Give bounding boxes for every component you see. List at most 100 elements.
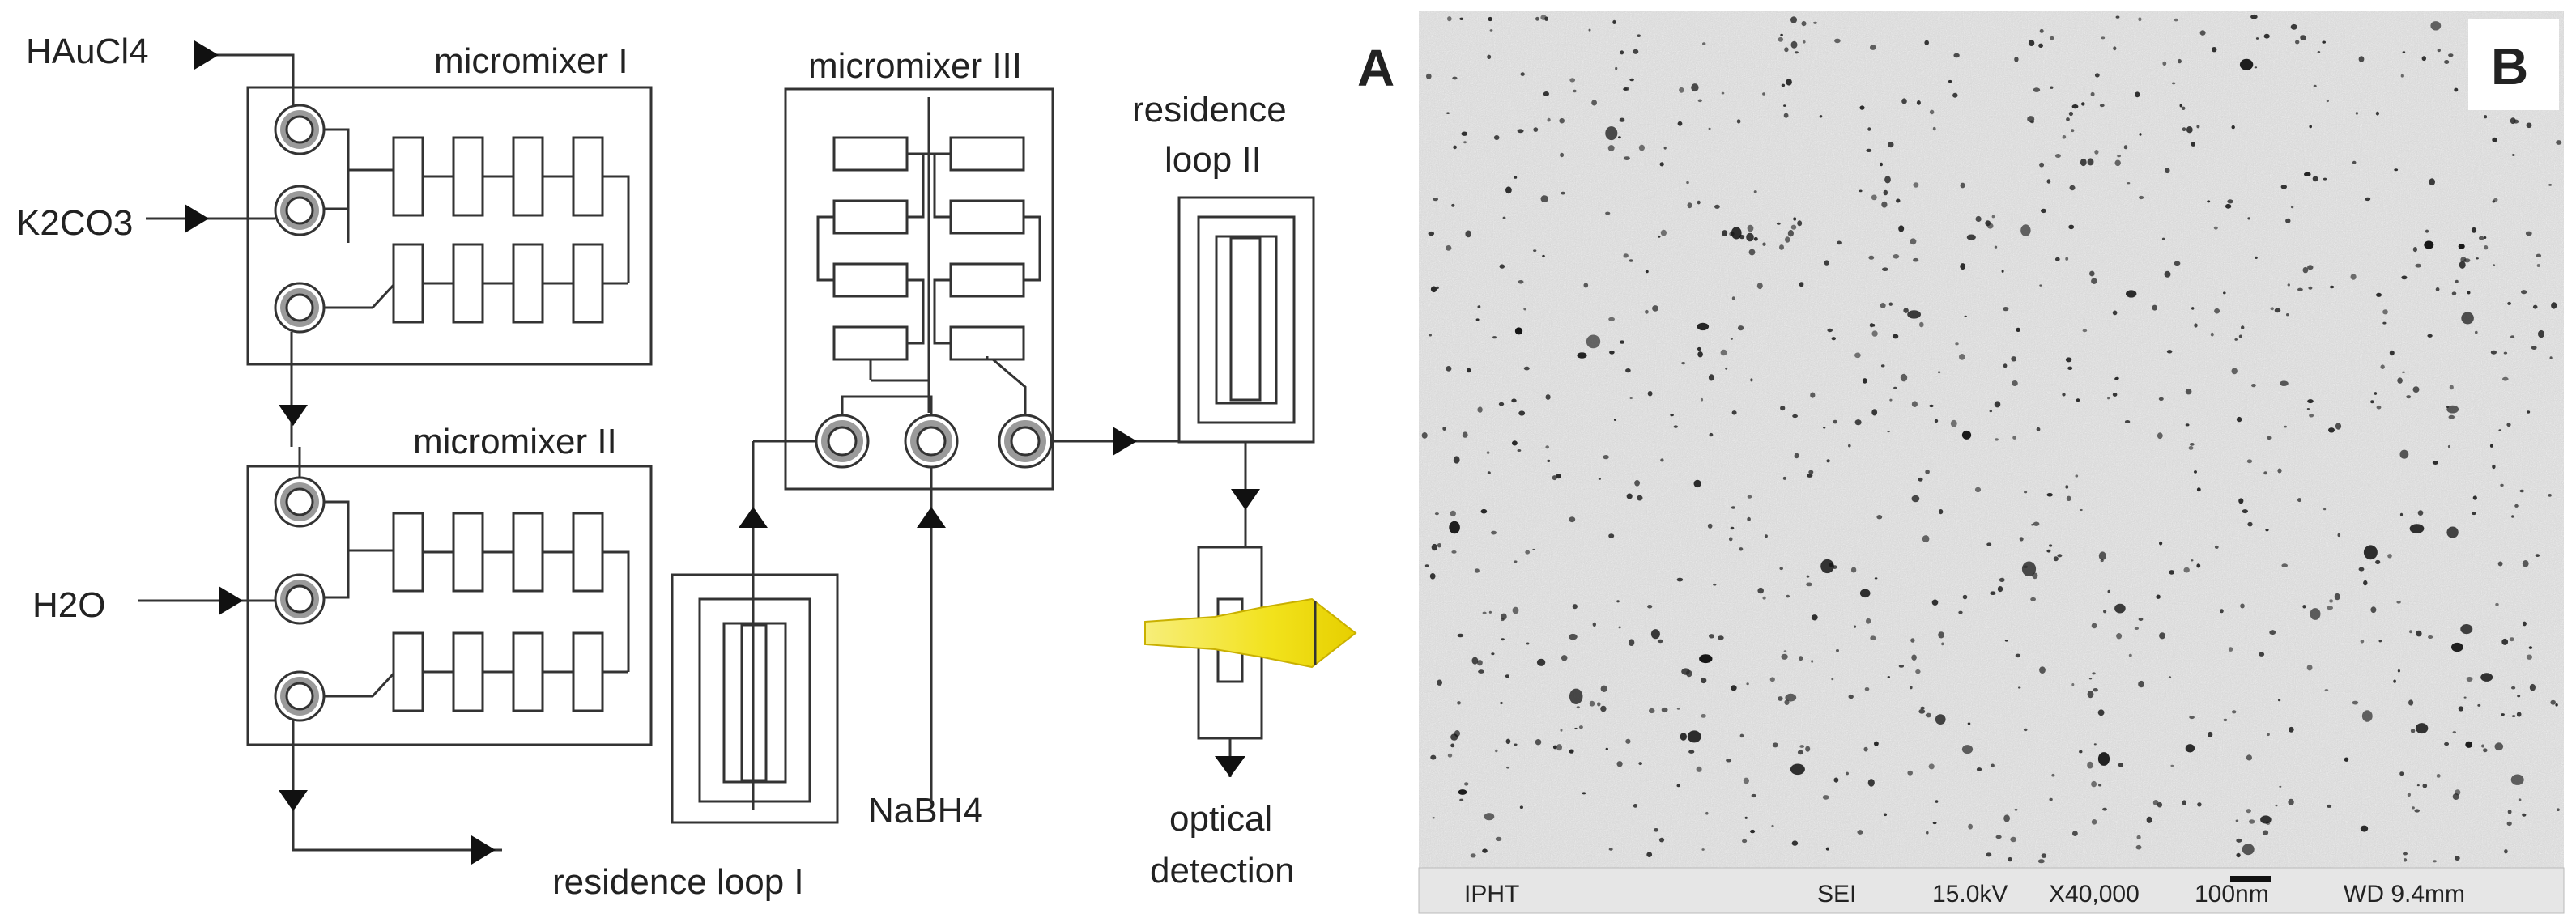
arrow-h2o-icon xyxy=(219,586,243,615)
nanoparticle xyxy=(2532,304,2538,309)
nanoparticle xyxy=(1677,121,1683,126)
nanoparticle xyxy=(2522,621,2527,627)
nanoparticle xyxy=(2231,125,2235,130)
nanoparticle xyxy=(1560,152,1565,158)
nanoparticle xyxy=(1663,146,1667,150)
nanoparticle xyxy=(2312,176,2318,182)
nanoparticle xyxy=(1874,577,1878,580)
nanoparticle xyxy=(2452,731,2456,734)
nanoparticle xyxy=(2512,154,2515,156)
nanoparticle xyxy=(1540,15,1547,20)
nanoparticle xyxy=(2114,376,2119,380)
nanoparticle xyxy=(2280,380,2289,387)
nanoparticle xyxy=(2093,743,2097,746)
nanoparticle xyxy=(2424,240,2434,249)
nanoparticle xyxy=(1517,129,1524,134)
nanoparticle xyxy=(1467,368,1471,373)
nanoparticle xyxy=(2080,158,2087,167)
nanoparticle xyxy=(1484,813,1495,821)
nanoparticle xyxy=(2189,443,2195,446)
nanoparticle xyxy=(2046,493,2053,497)
nanoparticle xyxy=(1882,267,1888,272)
nanoparticle xyxy=(1896,198,1901,203)
nanoparticle xyxy=(1488,16,1492,22)
nanoparticle xyxy=(1463,141,1467,144)
nanoparticle xyxy=(2012,436,2017,440)
nanoparticle xyxy=(2433,860,2437,863)
nanoparticle xyxy=(2400,74,2404,78)
nanoparticle xyxy=(1691,83,1699,92)
nanoparticle xyxy=(1629,397,1633,400)
nanoparticle xyxy=(2114,603,2126,614)
nanoparticle xyxy=(2088,678,2093,680)
nanoparticle xyxy=(1870,45,1876,50)
nanoparticle xyxy=(2091,819,2097,825)
nanoparticle xyxy=(2416,784,2420,787)
nanoparticle xyxy=(2255,37,2259,40)
nanoparticle xyxy=(1552,745,1557,750)
nanoparticle xyxy=(2093,688,2098,692)
nanoparticle xyxy=(2477,703,2481,707)
arrow-mixer1-out-icon xyxy=(279,405,308,426)
nanoparticle xyxy=(1673,425,1678,428)
nanoparticle xyxy=(1880,303,1886,308)
nanoparticle xyxy=(2161,237,2165,240)
nanoparticle xyxy=(1424,564,1429,567)
nanoparticle xyxy=(2138,618,2144,621)
nanoparticle xyxy=(2417,510,2424,516)
nanoparticle xyxy=(2185,744,2195,753)
nanoparticle xyxy=(1887,676,1890,678)
nanoparticle xyxy=(2497,561,2503,567)
nanoparticle xyxy=(1762,596,1766,600)
nanoparticle xyxy=(2003,307,2009,312)
nanoparticle xyxy=(2489,444,2493,448)
nanoparticle xyxy=(1831,678,1834,681)
nanoparticle xyxy=(2460,624,2473,635)
nanoparticle xyxy=(1958,610,1963,614)
nanoparticle xyxy=(2436,774,2441,778)
nanoparticle xyxy=(1857,830,1863,835)
nanoparticle xyxy=(1961,745,1974,754)
nanoparticle xyxy=(1883,189,1888,196)
nanoparticle xyxy=(1495,749,1498,753)
nanoparticle xyxy=(2518,798,2522,801)
nanoparticle xyxy=(1629,78,1634,82)
nanoparticle xyxy=(1746,232,1754,242)
nanoparticle xyxy=(2287,283,2290,287)
nanoparticle xyxy=(1995,438,1999,441)
nanoparticle xyxy=(2254,66,2258,69)
nanoparticle xyxy=(2066,495,2071,501)
nanoparticle xyxy=(1713,583,1717,586)
optical-detection-label-line1: optical xyxy=(1169,799,1272,839)
nanoparticle xyxy=(1986,542,1992,546)
nanoparticle xyxy=(2295,40,2300,45)
nanoparticle xyxy=(2015,653,2021,658)
nanoparticle xyxy=(1991,215,1995,219)
nanoparticle xyxy=(2030,597,2037,601)
nanoparticle xyxy=(1782,476,1786,480)
nanoparticle xyxy=(1514,743,1518,746)
nanoparticle xyxy=(1968,823,1974,830)
residence-loop-1 xyxy=(671,573,839,824)
nanoparticle xyxy=(1731,227,1742,240)
nanoparticle xyxy=(2134,627,2139,630)
nanoparticle xyxy=(2421,56,2426,62)
nanoparticle xyxy=(1477,406,1483,413)
nanoparticle xyxy=(1889,398,1893,402)
nanoparticle xyxy=(1913,257,1919,262)
nanoparticle xyxy=(2507,810,2512,814)
nanoparticle xyxy=(1702,42,1706,45)
input-label-haucl4: HAuCl4 xyxy=(26,32,149,71)
nanoparticle xyxy=(2240,603,2245,609)
nanoparticle xyxy=(2463,696,2467,699)
nanoparticle xyxy=(2498,429,2501,431)
nanoparticle xyxy=(2280,185,2287,189)
nanoparticle xyxy=(1976,767,1982,771)
nanoparticle xyxy=(1447,16,1452,22)
nanoparticle xyxy=(1888,302,1893,306)
nanoparticle xyxy=(1431,543,1437,551)
nanoparticle xyxy=(2028,40,2035,46)
nanoparticle xyxy=(1653,828,1659,832)
nanoparticle xyxy=(1742,839,1748,844)
nanoparticle xyxy=(1778,696,1783,701)
